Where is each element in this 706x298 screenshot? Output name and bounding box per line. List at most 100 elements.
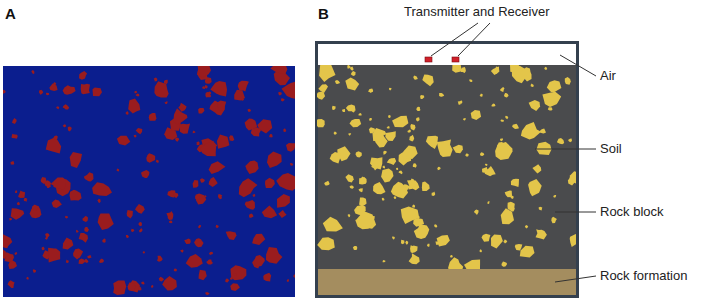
rock-block xyxy=(200,178,205,183)
rock-block xyxy=(63,85,76,94)
rock-block xyxy=(432,192,436,197)
rock-block xyxy=(253,194,256,197)
rock-block xyxy=(448,257,463,269)
rock-block xyxy=(173,193,178,198)
rock-block xyxy=(335,80,340,84)
rock-block xyxy=(515,244,522,251)
rock-block xyxy=(551,217,557,223)
rock-block xyxy=(287,279,289,282)
rock-block xyxy=(426,136,438,149)
rock-block xyxy=(412,204,415,207)
rock-block xyxy=(501,119,504,121)
rock-block xyxy=(404,158,409,162)
rock-block xyxy=(146,153,155,163)
rock-block xyxy=(230,283,240,291)
rock-block xyxy=(503,240,507,244)
rock-block xyxy=(565,77,571,85)
rock-block xyxy=(450,255,453,258)
rock-block xyxy=(136,128,143,134)
rock-block xyxy=(482,234,491,242)
rock-block xyxy=(186,254,203,268)
rock-block xyxy=(458,101,462,105)
rock-block xyxy=(389,88,392,91)
rock-block xyxy=(254,255,265,267)
rock-block xyxy=(149,113,157,121)
rock-block xyxy=(480,94,483,97)
rock-block xyxy=(205,292,210,295)
rock-block xyxy=(480,152,484,156)
layer-label: Rock block xyxy=(600,204,664,220)
rock-block xyxy=(491,67,500,75)
rock-block xyxy=(200,141,216,157)
rock-block xyxy=(290,163,294,166)
rock-block xyxy=(520,246,535,258)
rock-block xyxy=(8,280,15,288)
rock-block xyxy=(409,135,414,142)
rock-block xyxy=(505,191,512,198)
rock-block xyxy=(68,127,72,132)
layer-label: Rock formation xyxy=(600,268,687,284)
rock-block xyxy=(209,252,213,255)
rock-block xyxy=(117,136,130,146)
rock-block xyxy=(14,252,17,255)
rock-block xyxy=(409,253,420,264)
rock-block xyxy=(374,134,387,148)
rock-block xyxy=(42,247,45,251)
rock-block xyxy=(33,269,36,273)
rock-block xyxy=(205,85,208,88)
rock-block xyxy=(217,135,230,149)
rock-block xyxy=(186,241,188,244)
rock-block xyxy=(422,74,433,86)
rock-formation-layer xyxy=(318,269,576,295)
rock-block xyxy=(492,103,496,106)
rock-block xyxy=(480,249,482,252)
rock-block xyxy=(128,99,140,114)
rock-block xyxy=(51,182,54,185)
rock-block xyxy=(276,173,295,191)
rock-block xyxy=(174,269,177,272)
rock-block xyxy=(39,90,43,95)
rock-block xyxy=(330,152,341,163)
rock-block xyxy=(216,225,219,228)
component-label: Transmitter and Receiver xyxy=(404,4,549,20)
rock-block xyxy=(139,222,142,226)
rock-block xyxy=(453,145,463,154)
rock-block xyxy=(249,213,254,218)
rock-block xyxy=(536,229,547,239)
rock-block xyxy=(437,167,440,171)
rock-block xyxy=(324,181,330,186)
rock-block xyxy=(405,241,408,245)
rock-block xyxy=(245,160,258,174)
rock-block xyxy=(391,182,408,199)
rock-block xyxy=(485,164,488,166)
rock-block xyxy=(413,75,418,79)
rock-block xyxy=(175,138,179,142)
leader-line xyxy=(431,23,478,56)
rock-block xyxy=(547,80,562,92)
rock-block xyxy=(568,176,576,185)
leader-lines xyxy=(431,23,596,282)
rock-block xyxy=(381,169,393,183)
rock-block xyxy=(245,200,255,210)
rock-block xyxy=(138,287,142,291)
rock-block xyxy=(403,146,417,160)
rock-block xyxy=(159,277,164,282)
rock-blocks xyxy=(317,65,576,269)
rock-block xyxy=(394,196,397,199)
rock-block xyxy=(368,89,373,93)
rock-block xyxy=(230,265,246,280)
rock-block xyxy=(353,246,357,250)
rock-block xyxy=(193,180,199,188)
rock-block xyxy=(359,188,363,192)
rock-block xyxy=(194,238,204,247)
transmitter xyxy=(425,57,432,62)
rock-block xyxy=(84,227,89,232)
rock-block xyxy=(416,117,420,121)
rock-block xyxy=(73,249,83,260)
rock-block xyxy=(162,276,177,291)
rock-block xyxy=(540,129,546,134)
rock-block xyxy=(557,138,564,144)
rock-block xyxy=(230,277,233,280)
rock-block xyxy=(548,107,553,110)
rock-block xyxy=(416,107,420,111)
